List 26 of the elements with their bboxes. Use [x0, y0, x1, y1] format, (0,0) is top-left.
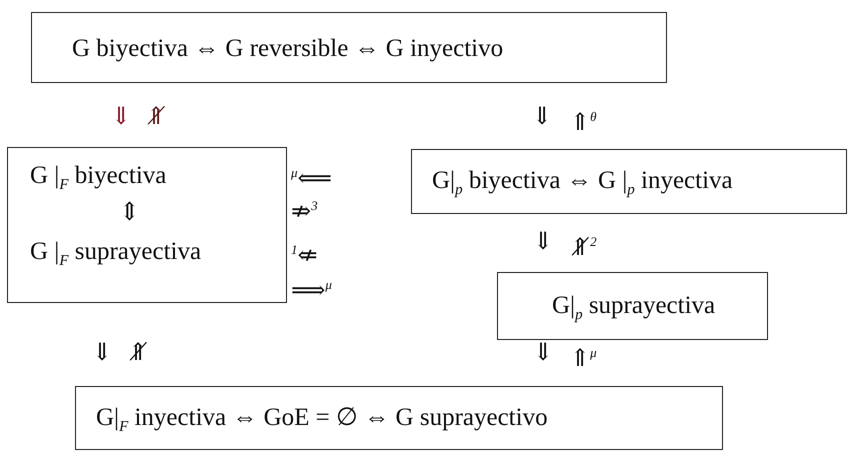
implication-symbol: ⇓ — [533, 339, 554, 367]
property-statement: G |$_{F}$ suprayectiva — [30, 237, 202, 271]
property-statement: G|$_{p}$ suprayectiva — [552, 291, 716, 325]
implication-symbol: ⇏$^{3}$ — [291, 197, 318, 226]
implication-symbol: ⇓ — [111, 103, 132, 131]
implication-symbol: ⇓ — [533, 228, 554, 256]
implication-symbol: ⇑̸ — [128, 339, 148, 367]
statement-box — [31, 12, 667, 83]
implication-symbol: ⇑̸ — [146, 103, 166, 131]
implication-symbol: ⇓ — [92, 339, 112, 367]
implication-symbol: ⇓ — [532, 103, 552, 131]
property-statement: G |$_{F}$ biyectiva — [30, 161, 166, 195]
equivalence-arrow: ⇕ — [119, 198, 140, 228]
implication-symbol: ⇑$^{θ}$ — [570, 108, 596, 137]
equivalence-statement: G|$_{F}$ inyectiva ⇔ GoE = ∅ ⇔ G suprayectivo — [96, 403, 548, 437]
implication-symbol: $^{μ}$⟸ — [291, 164, 332, 193]
equivalence-statement: G|$_{p}$ biyectiva ⇔ G |$_{p}$ inyectiva — [432, 166, 733, 200]
equivalence-statement: G biyectiva ⇔ G reversible ⇔ G inyectivo — [72, 34, 504, 64]
statement-box — [7, 147, 287, 303]
statement-box — [497, 272, 768, 340]
implication-symbol: ⇑̸$^{2}$ — [570, 233, 597, 262]
implication-symbol: ⟹$^{μ}$ — [291, 276, 332, 305]
implication-symbol: $^{1}$⇍ — [291, 241, 318, 270]
statement-box — [411, 149, 847, 214]
implication-symbol: ⇑$^{μ}$ — [570, 344, 597, 373]
statement-box — [75, 386, 723, 450]
